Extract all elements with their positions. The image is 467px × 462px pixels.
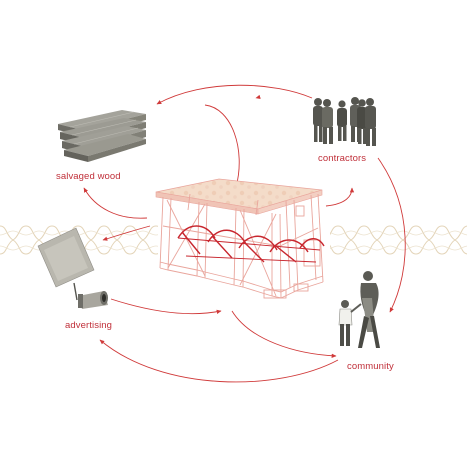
- timber-pavilion-icon: [155, 178, 325, 299]
- workers-group-icon: [313, 97, 376, 146]
- arrow-advertising-to-structure: [110, 298, 222, 315]
- arrow-contractors-to-wood: [156, 84, 313, 105]
- lumber-stack-icon: [58, 110, 146, 162]
- arrow-community-to-structure: [325, 187, 355, 207]
- fence-band: [0, 222, 467, 258]
- label-contractors: contractors: [318, 153, 367, 164]
- label-advertising: advertising: [65, 320, 113, 331]
- label-community: community: [347, 361, 394, 372]
- arrow-contractors-to-community: [377, 157, 406, 313]
- family-icon: [338, 271, 380, 348]
- arrow-structure-to-community: [231, 310, 337, 358]
- label-salvaged-wood: salvaged wood: [56, 171, 121, 182]
- arrow-structure-to-wood: [83, 187, 148, 219]
- arrow-structure-to-fence: [102, 225, 151, 241]
- arrow-community-to-advertising: [99, 339, 339, 383]
- billboard-sign-icon: [37, 227, 108, 309]
- arrow-structure-to-contractors: [204, 104, 240, 188]
- flow-arrows: [83, 84, 406, 383]
